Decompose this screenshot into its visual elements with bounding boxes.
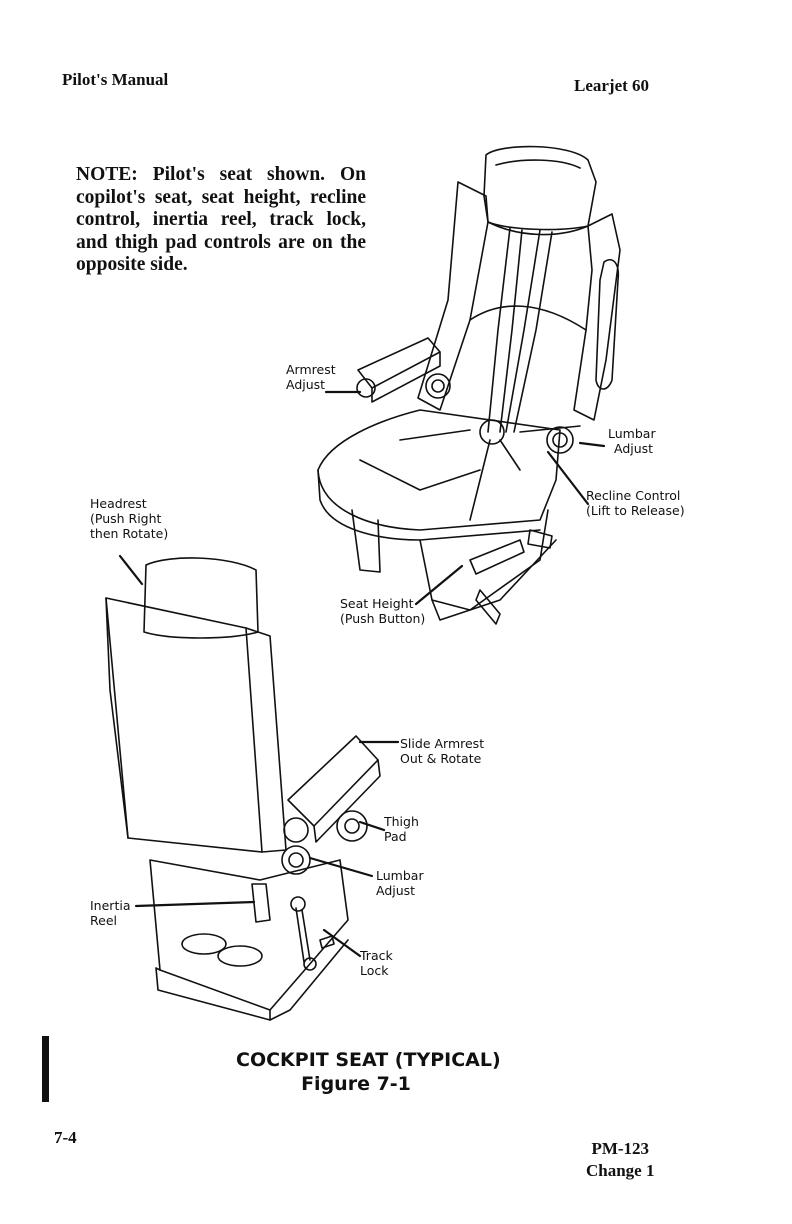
figure-caption: COCKPIT SEAT (TYPICAL) Figure 7-1 xyxy=(236,1048,501,1096)
document-id: PM-123 xyxy=(591,1139,650,1158)
callout-headrest: Headrest (Push Right then Rotate) xyxy=(90,496,168,541)
callout-recline-control: Recline Control (Lift to Release) xyxy=(586,488,685,518)
running-header-right: Learjet 60 xyxy=(574,76,650,95)
callout-seat-height: Seat Height (Push Button) xyxy=(340,596,425,626)
revision-label: Change 1 xyxy=(586,1161,655,1180)
figure-title: COCKPIT SEAT (TYPICAL) xyxy=(236,1049,501,1071)
callout-slide-armrest: Slide Armrest Out & Rotate xyxy=(400,736,484,766)
callout-armrest-adjust: Armrest Adjust xyxy=(286,362,336,392)
document-id-block: PM-123 Change 1 xyxy=(586,1138,654,1182)
callout-line: (Push Right xyxy=(90,511,162,526)
callout-line: Headrest xyxy=(90,496,147,511)
figure-number: Figure 7-1 xyxy=(301,1073,411,1095)
callout-line: Reel xyxy=(90,913,117,928)
revision-change-bar xyxy=(42,1036,49,1102)
callout-line: (Lift to Release) xyxy=(586,503,685,518)
callout-line: Adjust xyxy=(286,377,326,392)
callout-line: Adjust xyxy=(614,441,654,456)
callout-line: Track xyxy=(360,948,393,963)
callout-line: Out & Rotate xyxy=(400,751,482,766)
callout-leaders xyxy=(118,390,606,958)
callout-line: Recline Control xyxy=(586,488,681,503)
callout-line: Lumbar xyxy=(608,426,656,441)
callout-lumbar-adjust-upper: Lumbar Adjust xyxy=(608,426,656,456)
running-header-left: Pilot's Manual xyxy=(62,70,169,89)
callout-line: Slide Armrest xyxy=(400,736,485,751)
callout-line: Seat Height xyxy=(340,596,414,611)
callout-line: Pad xyxy=(384,829,407,844)
front-seat-drawing xyxy=(317,145,621,625)
callout-inertia-reel: Inertia Reel xyxy=(90,898,130,928)
callout-line: Lumbar xyxy=(376,868,424,883)
note-text: NOTE: Pilot's seat shown. On copilot's s… xyxy=(76,164,366,275)
callout-line: Adjust xyxy=(376,883,416,898)
callout-line: Inertia xyxy=(90,898,131,913)
callout-line: Thigh xyxy=(384,814,419,829)
callout-line: Lock xyxy=(360,963,389,978)
page-number: 7-4 xyxy=(54,1128,77,1147)
callout-line: (Push Button) xyxy=(340,611,426,626)
callout-lumbar-adjust-lower: Lumbar Adjust xyxy=(376,868,424,898)
callout-thigh-pad: Thigh Pad xyxy=(384,814,419,844)
rear-seat-drawing xyxy=(105,557,381,1021)
callout-track-lock: Track Lock xyxy=(360,948,393,978)
callout-line: Armrest xyxy=(286,362,336,377)
callout-line: then Rotate) xyxy=(90,526,169,541)
